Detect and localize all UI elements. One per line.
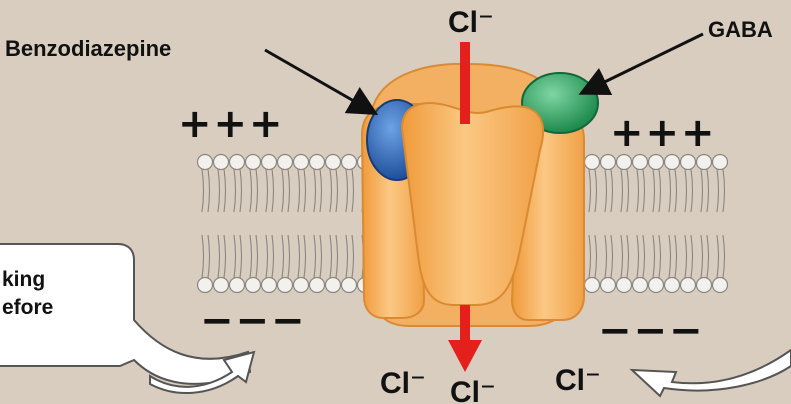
gaba-label: GABA (708, 17, 773, 42)
chloride-label-bottom-left: Cl⁻ (380, 367, 426, 400)
positive-charge-right: +++ (610, 110, 717, 156)
benzodiazepine-label: Benzodiazepine (5, 36, 171, 61)
chloride-label-top: Cl⁻ (448, 6, 494, 39)
positive-charge-left: +++ (178, 101, 285, 147)
arrow-shaft-top (460, 42, 470, 124)
arrow-shaft-bottom (460, 305, 470, 343)
callout-text-line1: king (2, 268, 45, 291)
negative-charge-left: −−− (200, 298, 307, 344)
callout-text-line2: efore (2, 296, 53, 319)
negative-charge-right: −−− (598, 308, 705, 354)
chloride-label-bottom-center: Cl⁻ (450, 376, 496, 404)
chloride-label-bottom-right: Cl⁻ (555, 364, 601, 397)
